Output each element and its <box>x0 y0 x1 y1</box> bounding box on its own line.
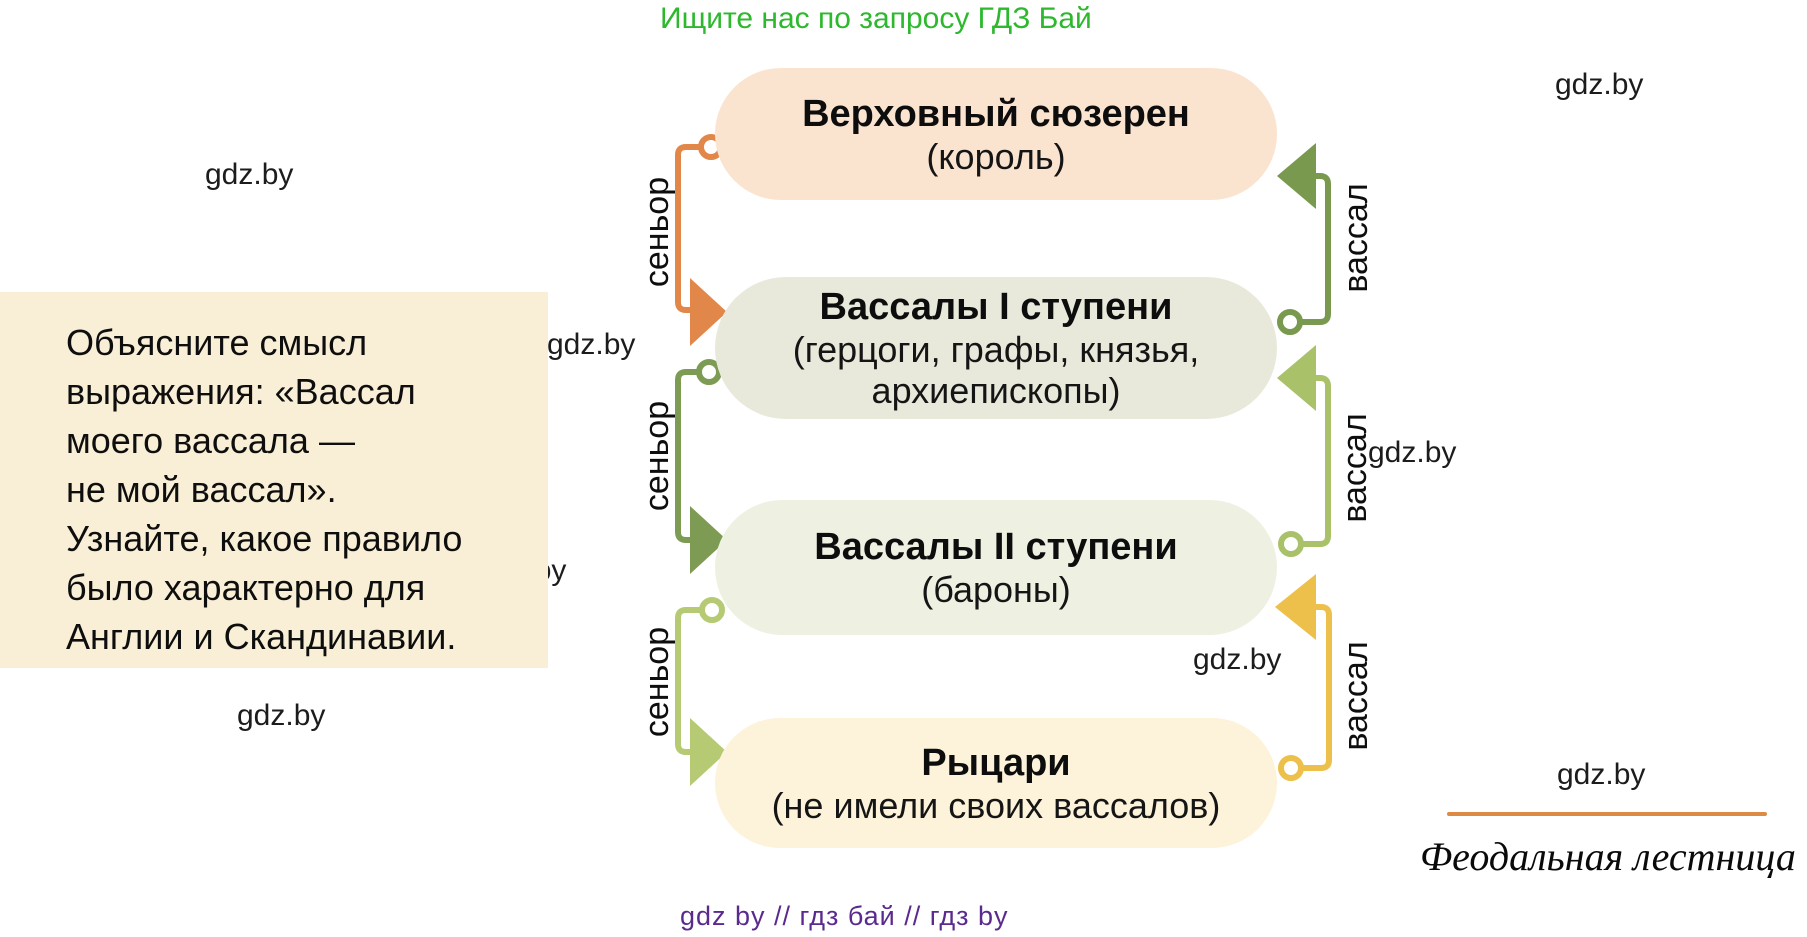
senior-connector-1-line <box>675 144 705 313</box>
level-subtitle: (король) <box>926 135 1066 177</box>
vassal-connector-1-arrow <box>1277 143 1316 209</box>
watermark-bottom-left: gdz.by <box>237 699 326 732</box>
task-line: не мой вассал». <box>66 469 337 510</box>
watermark-left-top: gdz.by <box>205 158 294 191</box>
level-title: Вассалы I ступени <box>819 286 1173 328</box>
watermark-right-lower: gdz.by <box>1193 643 1282 676</box>
senior-connector-2-line <box>675 369 703 543</box>
senior-label-3: сеньор <box>638 626 676 738</box>
level-title: Верховный сюзерен <box>802 92 1190 135</box>
vassal-connector-2-ring <box>1278 531 1304 557</box>
task-line: Англии и Скандинавии. <box>66 616 457 657</box>
top-banner-text: Ищите нас по запросу ГДЗ Бай <box>660 2 1092 35</box>
caption-underline <box>1447 812 1767 816</box>
vassal-label-1: вассал <box>1337 183 1375 293</box>
watermark-top-right: gdz.by <box>1555 68 1644 101</box>
level-box-vassals-1: Вассалы I ступени (герцоги, графы, князь… <box>715 277 1277 419</box>
level-subtitle: (герцоги, графы, князья, <box>792 329 1200 370</box>
senior-label-2: сеньор <box>638 400 676 512</box>
task-instruction-text: Объясните смысл выражения: «Вассал моего… <box>0 292 548 661</box>
task-line: моего вассала — <box>66 420 355 461</box>
level-subtitle: (бароны) <box>921 569 1071 610</box>
vassal-connector-1-line <box>1299 173 1331 325</box>
task-line: было характерно для <box>66 567 426 608</box>
watermark-bottom-right: gdz.by <box>1557 758 1646 791</box>
task-line: выражения: «Вассал <box>66 371 416 412</box>
level-subtitle: (не имели своих вассалов) <box>771 784 1221 826</box>
task-line: Объясните смысл <box>66 322 368 363</box>
bottom-banner-text: gdz by // гдз бай // гдз by <box>680 901 1009 931</box>
level-box-knights: Рыцари (не имели своих вассалов) <box>715 718 1277 848</box>
level-title: Рыцари <box>921 741 1071 784</box>
level-box-vassals-2: Вассалы II ступени (бароны) <box>715 500 1277 635</box>
task-instruction-box: Объясните смысл выражения: «Вассал моего… <box>0 292 548 668</box>
senior-connector-3-ring <box>699 597 725 623</box>
senior-connector-2-ring <box>696 359 722 385</box>
diagram-caption: Феодальная лестница <box>1420 834 1796 879</box>
vassal-label-2: вассал <box>1336 413 1374 523</box>
vassal-connector-3-ring <box>1278 755 1304 781</box>
vassal-connector-1-ring <box>1277 309 1303 335</box>
vassal-label-3: вассал <box>1337 641 1375 751</box>
task-line: Узнайте, какое правило <box>66 518 463 559</box>
vassal-connector-3-line <box>1301 604 1332 771</box>
vassal-connector-2-line <box>1301 375 1331 547</box>
watermark-mid-right: gdz.by <box>1368 436 1457 469</box>
level-subtitle-2: архиепископы) <box>871 370 1121 411</box>
watermark-mid-left: gdz.by <box>547 328 636 361</box>
senior-connector-3-line <box>675 607 706 755</box>
vassal-connector-2-arrow <box>1277 345 1316 411</box>
senior-label-1: сеньор <box>638 176 676 288</box>
level-title: Вассалы II ступени <box>814 526 1178 568</box>
level-box-supreme-suzerain: Верховный сюзерен (король) <box>715 68 1277 200</box>
vassal-connector-3-arrow <box>1275 574 1316 640</box>
